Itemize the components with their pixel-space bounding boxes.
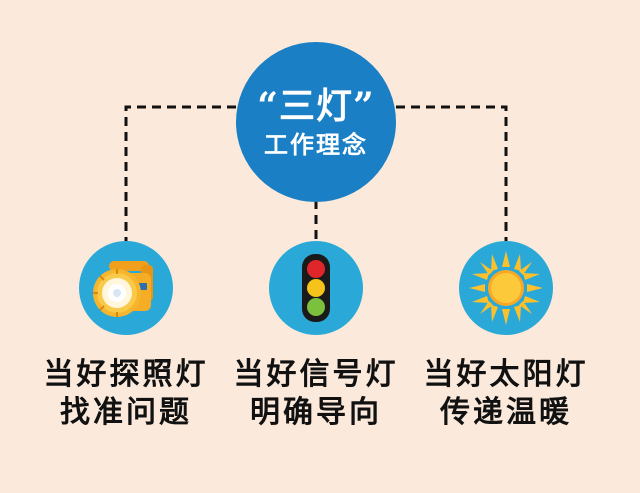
- center-subtitle: 工作理念: [264, 130, 368, 159]
- caption-line1: 当好探照灯: [43, 357, 209, 392]
- connector-right: [396, 105, 508, 248]
- caption-line1: 当好信号灯: [233, 357, 399, 392]
- traffic-light-node: [269, 241, 363, 335]
- caption-sun: 当好太阳灯 传递温暖: [411, 356, 601, 432]
- caption-line1: 当好太阳灯: [423, 357, 589, 392]
- traffic-light-icon: [302, 254, 330, 322]
- caption-line2: 传递温暖: [440, 395, 572, 430]
- connector-left: [124, 105, 236, 248]
- caption-line2: 明确导向: [250, 395, 382, 430]
- sun-icon: [469, 251, 543, 325]
- flashlight-node: [79, 241, 173, 335]
- center-title: “三灯”: [257, 85, 375, 127]
- caption-flashlight: 当好探照灯 找准问题: [31, 356, 221, 432]
- center-concept-circle: “三灯” 工作理念: [236, 42, 396, 202]
- caption-line2: 找准问题: [60, 395, 192, 430]
- flashlight-icon: [93, 261, 153, 317]
- caption-traffic-light: 当好信号灯 明确导向: [221, 356, 411, 432]
- sun-node: [459, 241, 553, 335]
